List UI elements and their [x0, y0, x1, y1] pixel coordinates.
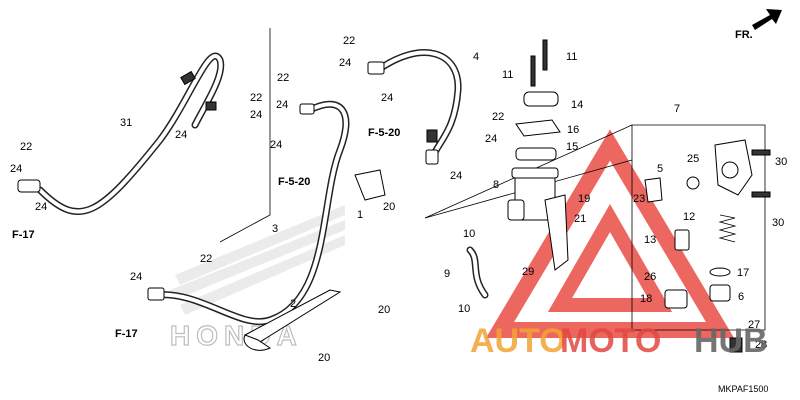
- callout-10a: 10: [463, 228, 475, 240]
- callout-23: 23: [633, 193, 645, 205]
- callout-19: 19: [578, 193, 590, 205]
- callout-24c: 24: [175, 129, 187, 141]
- pin-5: [644, 177, 663, 203]
- bracket-1: [354, 169, 386, 201]
- joint-18: [664, 289, 688, 309]
- callout-27: 27: [748, 319, 760, 331]
- callout-2: 2: [290, 298, 296, 310]
- callout-22b: 22: [250, 92, 262, 104]
- callout-28: 28: [755, 339, 767, 351]
- seal-17: [709, 267, 731, 277]
- bolt-30b: [751, 191, 771, 198]
- honda-wing-logo: [170, 205, 345, 315]
- callout-9: 9: [444, 268, 450, 280]
- bolt-30a: [751, 149, 771, 156]
- callout-30a: 30: [775, 156, 787, 168]
- callout-20c: 20: [318, 352, 330, 364]
- hose-31: [17, 52, 225, 216]
- divider-line: [219, 28, 271, 243]
- callout-4: 4: [473, 51, 479, 63]
- caliper-group-box: [631, 124, 766, 331]
- pedal-arm-19: [544, 194, 569, 271]
- callout-26: 26: [644, 271, 656, 283]
- o-ring-25: [686, 176, 700, 190]
- spring-12: [718, 214, 737, 243]
- caliper-body-7: [714, 139, 753, 196]
- callout-22a: 22: [20, 141, 32, 153]
- callout-24a: 24: [10, 163, 22, 175]
- diaphragm-15: [515, 147, 557, 161]
- forward-arrow-icon: [752, 9, 782, 30]
- piston-6: [709, 284, 731, 302]
- svg-text:AUTO: AUTO: [470, 322, 566, 360]
- callout-22c: 22: [277, 72, 289, 84]
- callout-24e: 24: [276, 99, 288, 111]
- callout-24f: 24: [270, 139, 282, 151]
- callout-11a: 11: [566, 51, 577, 63]
- callout-12: 12: [683, 211, 695, 223]
- callout-13: 13: [644, 234, 656, 246]
- reservoir-cap-14: [523, 91, 559, 107]
- callout-24d: 24: [250, 109, 262, 121]
- callout-21: 21: [574, 213, 586, 225]
- hose-3: [147, 100, 350, 326]
- callout-22e: 22: [492, 111, 504, 123]
- svg-text:MOTO: MOTO: [560, 322, 661, 360]
- screw-11a: [530, 55, 536, 87]
- callout-24h: 24: [381, 92, 393, 104]
- diagram-code: MKPAF1500: [718, 384, 768, 394]
- callout-3: 3: [272, 223, 278, 235]
- push-rod-13: [674, 229, 690, 251]
- section-ref-f17-lower: F-17: [115, 328, 138, 340]
- callout-31: 31: [120, 117, 132, 129]
- callout-25: 25: [687, 153, 699, 165]
- callout-10b: 10: [458, 303, 470, 315]
- callout-24g: 24: [339, 57, 351, 69]
- part-28: [729, 337, 743, 353]
- hose-4: [367, 49, 462, 165]
- callout-11b: 11: [502, 69, 513, 81]
- callout-22d: 22: [343, 35, 355, 47]
- callout-29: 29: [522, 266, 534, 278]
- callout-14: 14: [571, 99, 583, 111]
- watermark-text: AUTO MOTO HUB: [470, 322, 768, 360]
- section-ref-f17-upper: F-17: [12, 229, 35, 241]
- callout-6: 6: [738, 291, 744, 303]
- svg-text:HUB: HUB: [694, 322, 768, 360]
- callout-1: 1: [357, 209, 363, 221]
- callout-24b: 24: [35, 201, 47, 213]
- callout-16: 16: [567, 124, 579, 136]
- callout-17: 17: [737, 267, 749, 279]
- callout-8: 8: [493, 179, 499, 191]
- callout-24j: 24: [450, 170, 462, 182]
- callout-18: 18: [640, 293, 652, 305]
- callout-5: 5: [657, 163, 663, 175]
- section-ref-f520-left: F-5-20: [278, 176, 310, 188]
- screw-11b: [542, 39, 548, 71]
- callout-24k: 24: [130, 271, 142, 283]
- section-ref-f520-right: F-5-20: [368, 127, 400, 139]
- callout-15: 15: [566, 141, 578, 153]
- callout-20b: 20: [378, 304, 390, 316]
- plate-16: [515, 119, 561, 137]
- clamp-2: [243, 289, 342, 351]
- callout-30b: 30: [772, 217, 784, 229]
- direction-label: FR.: [735, 29, 753, 41]
- callout-24i: 24: [485, 133, 497, 145]
- callout-22f: 22: [200, 253, 212, 265]
- callout-20a: 20: [383, 201, 395, 213]
- callout-7: 7: [674, 103, 680, 115]
